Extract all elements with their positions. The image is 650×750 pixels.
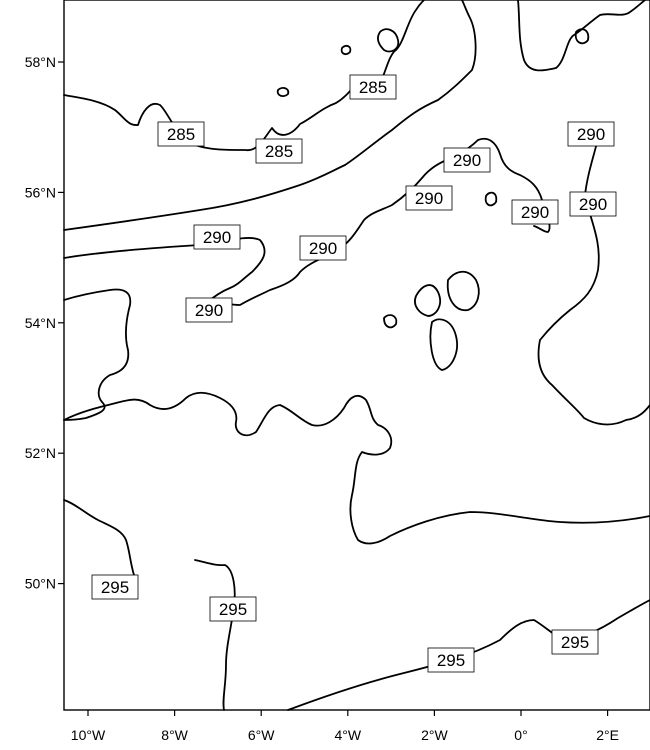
contour-label: 295 bbox=[209, 596, 257, 622]
contour-label-text: 295 bbox=[101, 578, 129, 597]
contour-label: 290 bbox=[569, 191, 617, 217]
contour-label-text: 285 bbox=[265, 142, 293, 161]
contour-label: 295 bbox=[91, 574, 139, 600]
contour-295-south bbox=[287, 599, 650, 711]
contour-290-west bbox=[63, 288, 132, 421]
contour-label-text: 285 bbox=[167, 125, 195, 144]
contour-lines bbox=[63, 0, 650, 711]
contour-label: 285 bbox=[255, 138, 303, 164]
contour-285-east bbox=[517, 0, 646, 72]
lon-tick-label: 2°E bbox=[596, 727, 619, 743]
contour-loop-4 bbox=[383, 314, 398, 329]
contour-label: 290 bbox=[299, 235, 347, 261]
contour-label-text: 295 bbox=[437, 651, 465, 670]
contour-loop-6 bbox=[574, 28, 590, 45]
contour-loop-8 bbox=[340, 45, 352, 55]
lon-tick-label: 10°W bbox=[71, 727, 106, 743]
contour-295-west bbox=[63, 499, 135, 576]
lat-tick-label: 58°N bbox=[25, 54, 56, 70]
lon-tick-label: 4°W bbox=[334, 727, 361, 743]
contour-290-north bbox=[63, 0, 477, 231]
contour-label: 290 bbox=[193, 224, 241, 250]
lat-tick-label: 50°N bbox=[25, 576, 56, 592]
contour-label: 290 bbox=[443, 147, 491, 173]
contour-label-text: 295 bbox=[219, 600, 247, 619]
contour-label-text: 290 bbox=[579, 195, 607, 214]
contour-label-text: 290 bbox=[453, 151, 481, 170]
lat-tick-label: 52°N bbox=[25, 445, 56, 461]
contour-labels: 285 285 285 290 290 290 290 290 bbox=[91, 74, 617, 673]
lon-tick-label: 6°W bbox=[248, 727, 275, 743]
contour-label-text: 290 bbox=[521, 203, 549, 222]
map-frame bbox=[63, 0, 650, 711]
lon-tick-label: 8°W bbox=[161, 727, 188, 743]
contour-label: 290 bbox=[405, 185, 453, 211]
contour-loop-1 bbox=[414, 284, 441, 317]
lat-tick-label: 54°N bbox=[25, 315, 56, 331]
contour-label: 295 bbox=[551, 629, 599, 655]
latitude-axis: 58°N 56°N 54°N 52°N 50°N bbox=[25, 54, 64, 592]
contour-label-text: 290 bbox=[195, 301, 223, 320]
contour-loop-7 bbox=[377, 28, 400, 53]
contour-label: 295 bbox=[427, 647, 475, 673]
contour-loop-3 bbox=[429, 318, 458, 371]
contour-loop-2 bbox=[446, 270, 480, 312]
contour-label: 290 bbox=[511, 199, 559, 225]
contour-loop-5 bbox=[484, 191, 498, 207]
contour-285-north bbox=[63, 0, 425, 151]
contour-label-text: 290 bbox=[203, 228, 231, 247]
lon-tick-label: 0° bbox=[514, 727, 527, 743]
contour-label-text: 290 bbox=[577, 125, 605, 144]
contour-290-wales-coast bbox=[63, 391, 650, 545]
longitude-axis: 10°W 8°W 6°W 4°W 2°W 0° 2°E bbox=[71, 710, 619, 743]
contour-label-text: 295 bbox=[561, 633, 589, 652]
contour-label: 285 bbox=[349, 74, 397, 100]
lat-tick-label: 56°N bbox=[25, 184, 56, 200]
contour-label: 290 bbox=[567, 121, 615, 147]
contour-label-text: 290 bbox=[309, 239, 337, 258]
contour-label: 290 bbox=[185, 297, 233, 323]
lon-tick-label: 2°W bbox=[421, 727, 448, 743]
contour-loop-9 bbox=[276, 87, 290, 97]
contour-label-text: 290 bbox=[415, 189, 443, 208]
contour-label: 285 bbox=[157, 121, 205, 147]
contour-label-text: 285 bbox=[359, 78, 387, 97]
